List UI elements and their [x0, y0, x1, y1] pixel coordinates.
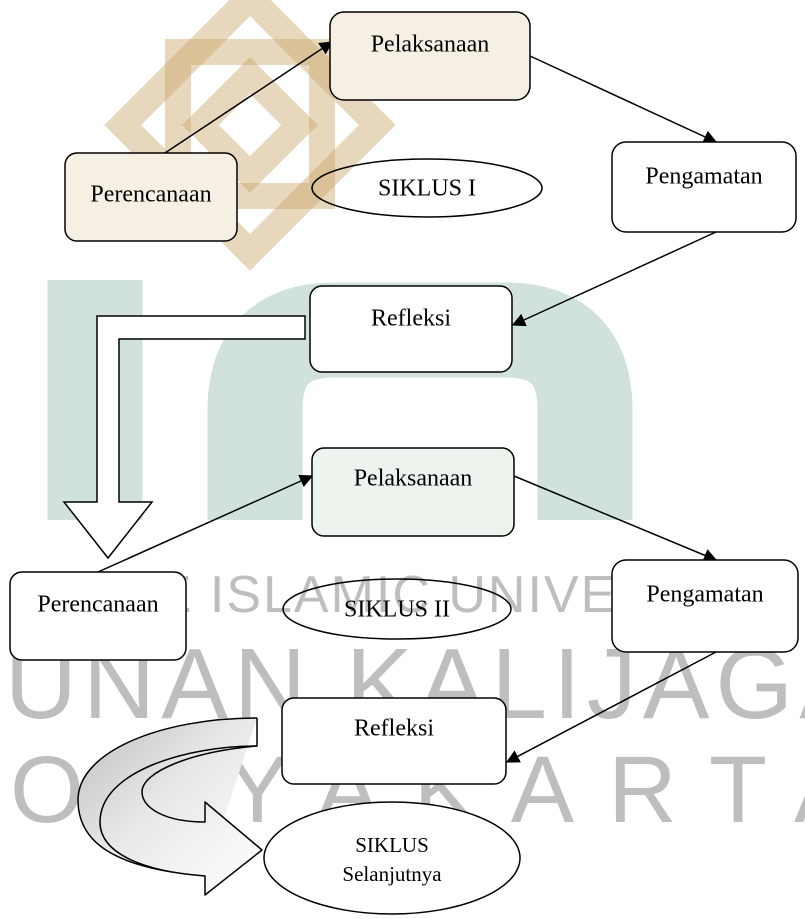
- plan-box-2: [9, 571, 187, 661]
- reflect-box-1: [309, 285, 513, 373]
- act-label-1: Pelaksanaan: [371, 32, 490, 58]
- plan-box-1: [64, 152, 238, 242]
- plan-label-2: Perencanaan: [37, 592, 158, 618]
- arrow-plan2-to-act2: [97, 474, 314, 573]
- arrow-observe1-to-reflect1: [511, 231, 717, 327]
- cycle-2-label-ellipse: [282, 578, 512, 640]
- plan-label-1: Perencanaan: [90, 182, 211, 208]
- cycle-1-label: SIKLUS I: [378, 176, 476, 202]
- next-cycle-line1: SIKLUS: [355, 833, 429, 857]
- cycle-1: Perencanaan Pelaksanaan Pengamatan SIKLU…: [64, 11, 797, 373]
- next-cycle-ellipse: [263, 801, 521, 915]
- arrow-plan1-to-act1: [161, 41, 334, 156]
- reflect-box-2: [281, 697, 507, 785]
- hollow-transition-arrow: [62, 315, 306, 560]
- next-cycle: SIKLUS Selanjutnya: [263, 801, 521, 915]
- observe-label-2: Pengamatan: [646, 582, 763, 608]
- reflect-label-1: Refleksi: [371, 306, 451, 332]
- observe-box-2: [611, 559, 799, 653]
- cycle-2: Perencanaan Pelaksanaan Pengamatan SIKLU…: [9, 447, 799, 785]
- next-cycle-line2: Selanjutnya: [342, 862, 442, 886]
- act-box-2: [311, 447, 515, 537]
- arrow-observe2-to-reflect2: [505, 651, 717, 763]
- observe-label-1: Pengamatan: [645, 164, 762, 190]
- curved-next-arrow: [77, 717, 263, 896]
- observe-box-1: [611, 141, 797, 233]
- act-label-2: Pelaksanaan: [354, 466, 473, 492]
- cycle-2-label: SIKLUS II: [344, 597, 450, 623]
- act-box-1: [329, 11, 531, 101]
- arrow-act2-to-observe2: [513, 475, 718, 562]
- reflect-label-2: Refleksi: [354, 716, 434, 742]
- arrow-act1-to-observe1: [529, 55, 718, 144]
- cycle-1-label-ellipse: [311, 158, 543, 218]
